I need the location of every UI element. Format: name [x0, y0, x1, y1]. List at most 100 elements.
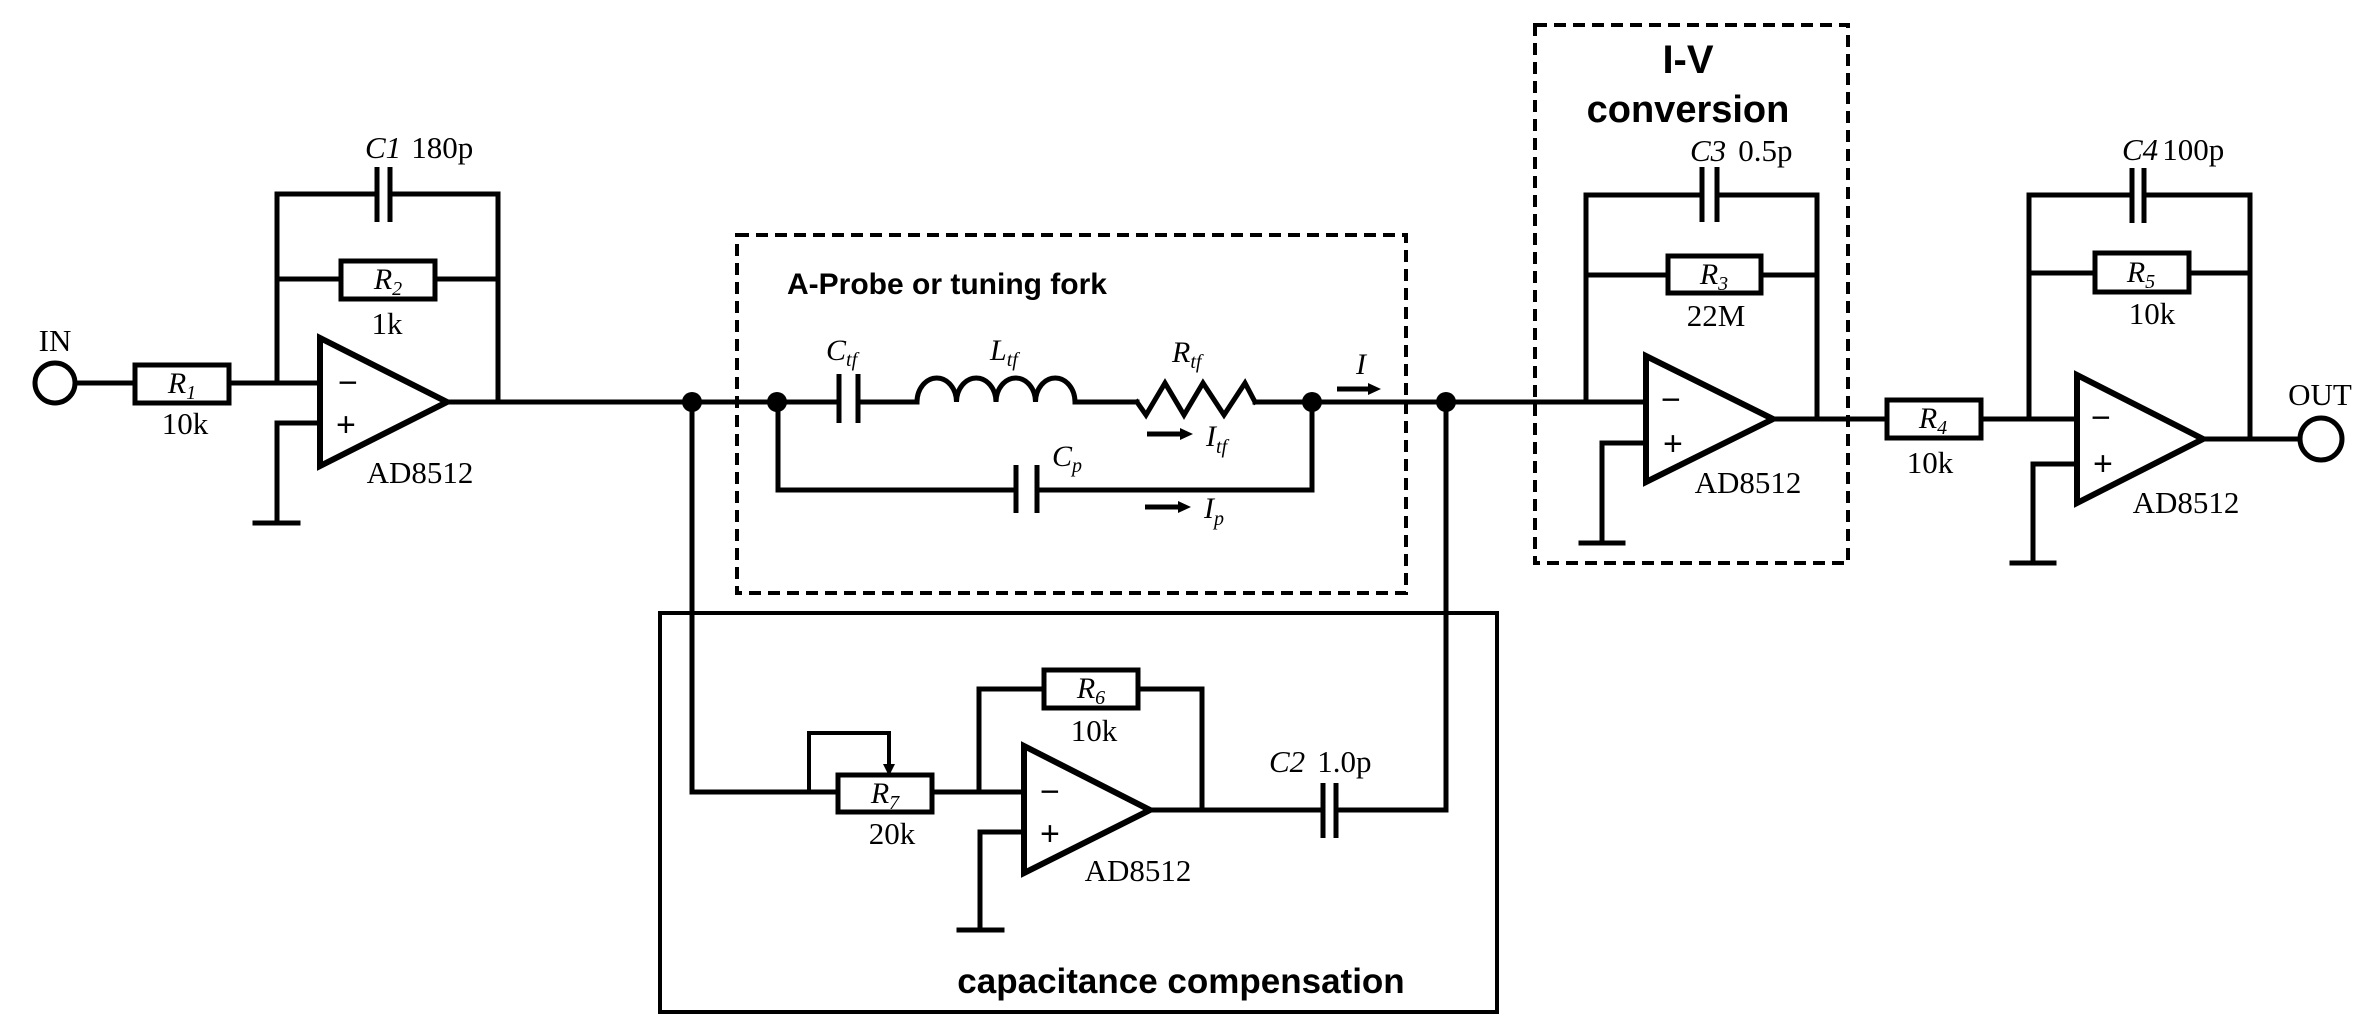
opamp-u3-plus: +: [2093, 445, 2113, 483]
wire-comp-in: [689, 399, 841, 795]
compensation-block-title: capacitance compensation: [957, 962, 1404, 1001]
wire-u3-feedback-left: [2026, 192, 2135, 422]
iv-block-title-line2: conversion: [1587, 89, 1790, 131]
wire-cp-left: [775, 399, 1019, 493]
arrow-head-icon: [1178, 501, 1191, 513]
resistor-r1-value: 10k: [162, 406, 209, 441]
wire-u2-feedback-right: [1714, 192, 1820, 422]
arrow-head-icon: [1368, 383, 1381, 395]
resistor-r3-body: [1665, 253, 1764, 296]
arrow-head-icon: [1180, 428, 1193, 440]
resistor-r6-value: 10k: [1071, 713, 1118, 748]
resistor-r5: R5 10k: [2092, 250, 2192, 331]
resistor-rtf-label: Rtf: [1171, 336, 1204, 373]
output-terminal-label: OUT: [2288, 377, 2352, 412]
opamp-u1-minus: −: [338, 364, 358, 402]
wire-u2-feedback-left: [1583, 192, 1705, 405]
resistor-r3-label: R3: [1699, 258, 1728, 295]
opamp-u4-plus: +: [1040, 815, 1060, 853]
resistor-rtf-zigzag: [1133, 378, 1259, 420]
output-terminal: OUT: [2288, 377, 2352, 463]
capacitor-cp-label: Cp: [1052, 440, 1082, 477]
wire-u2-plus: [1599, 440, 1649, 546]
input-terminal: IN: [32, 323, 78, 406]
wiper-arrow-icon: [883, 764, 895, 776]
resistor-r6: R6 10k: [1041, 667, 1141, 748]
resistor-r4-value: 10k: [1907, 445, 1954, 480]
wire-u1-plus: [274, 420, 323, 526]
resistor-r2-body: [338, 258, 438, 302]
opamp-u1-body: [317, 333, 454, 471]
output-terminal-circle: [2297, 415, 2345, 463]
wire-r6-right: [1135, 686, 1205, 813]
wire-u1-feedback-left: [274, 191, 380, 386]
resistor-r5-value: 10k: [2129, 296, 2176, 331]
resistor-r7-body: [835, 772, 935, 815]
capacitor-ctf-label: Ctf: [826, 334, 860, 371]
resistor-r3: R3 22M: [1665, 253, 1764, 333]
iv-block-title-line1: I-V: [1662, 38, 1713, 82]
resistor-r7-value: 20k: [869, 816, 916, 851]
wire-u1-feedback-right: [387, 191, 501, 405]
inductor-ltf: Ltf: [914, 334, 1078, 405]
resistor-r5-body: [2092, 250, 2192, 295]
compensation-block-border: [658, 611, 1499, 1014]
current-itf-label: Itf: [1205, 420, 1230, 458]
current-arrow-itf: Itf: [1147, 420, 1230, 458]
opamp-u4-minus: −: [1040, 773, 1060, 811]
resistor-r1: R1 10k: [132, 362, 232, 441]
resistor-r4-body: [1884, 397, 1984, 441]
inductor-ltf-coil: [914, 375, 1078, 405]
resistor-r2-label: R2: [373, 263, 402, 300]
wire-u4-plus: [977, 829, 1027, 933]
resistor-rtf: Rtf: [1133, 336, 1259, 420]
opamp-u3-body: [2074, 370, 2210, 508]
wire-cp-right: [1034, 399, 1315, 493]
resistor-r6-label: R6: [1076, 672, 1105, 709]
capacitor-ctf: Ctf: [826, 334, 861, 423]
opamp-u2-minus: −: [1661, 381, 1681, 419]
input-terminal-circle: [32, 360, 78, 406]
resistor-r2-value: 1k: [372, 306, 404, 341]
opamp-u3-part: AD8512: [2133, 485, 2240, 520]
opamp-u4-body: [1021, 741, 1157, 878]
opamp-u1-part: AD8512: [367, 455, 474, 490]
opamp-u1-plus: +: [336, 406, 356, 444]
resistor-r4: R4 10k: [1884, 397, 1984, 480]
potentiometer-r7: R7 20k: [807, 731, 935, 851]
opamp-u2-plus: +: [1663, 425, 1683, 463]
resistor-r1-label: R1: [167, 367, 196, 404]
opamp-u2: − + AD8512: [1643, 351, 1802, 500]
opamp-u1: − + AD8512: [317, 333, 474, 490]
capacitor-cp: Cp: [1013, 440, 1082, 513]
current-arrow-ip: Ip: [1145, 492, 1224, 530]
opamp-u3: − + AD8512: [2074, 370, 2240, 520]
resistor-r4-label: R4: [1918, 402, 1947, 439]
iv-block-border: [1533, 23, 1850, 565]
opamp-u2-body: [1643, 351, 1780, 487]
probe-block-title: A-Probe or tuning fork: [787, 268, 1107, 301]
resistor-r7-label: R7: [870, 777, 900, 814]
opamp-u4: − + AD8512: [1021, 741, 1192, 888]
wire-u3-plus: [2030, 461, 2080, 566]
current-arrow-i: I: [1337, 348, 1381, 395]
probe-block-border: [735, 233, 1408, 595]
wire-c2-return: [1333, 399, 1449, 813]
resistor-r3-value: 22M: [1687, 298, 1746, 333]
current-ip-label: Ip: [1203, 492, 1224, 530]
opamp-u4-part: AD8512: [1085, 853, 1192, 888]
wire-u3-feedback-right: [2141, 192, 2253, 442]
inductor-ltf-label: Ltf: [989, 334, 1020, 371]
opamp-u2-part: AD8512: [1695, 465, 1802, 500]
resistor-r5-label: R5: [2126, 256, 2155, 293]
current-i-label: I: [1355, 348, 1368, 381]
